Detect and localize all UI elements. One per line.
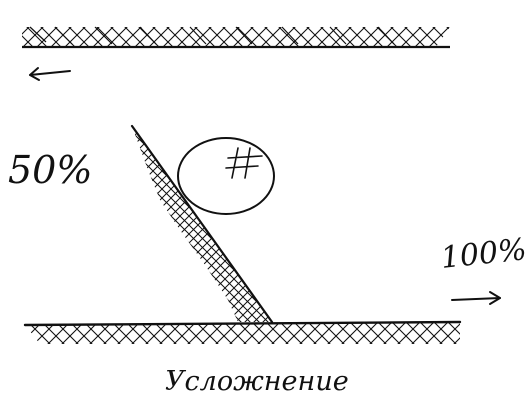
bottom-hatched-band xyxy=(25,322,460,344)
right-percent-label: 100% xyxy=(439,232,528,276)
left-percent-label: 50% xyxy=(8,148,92,192)
top-hatched-band xyxy=(22,27,450,47)
arrow-left-icon xyxy=(30,68,70,80)
circle-object xyxy=(178,138,274,214)
arrow-right-icon xyxy=(452,292,500,304)
caption-label: Усложнение xyxy=(165,366,349,397)
